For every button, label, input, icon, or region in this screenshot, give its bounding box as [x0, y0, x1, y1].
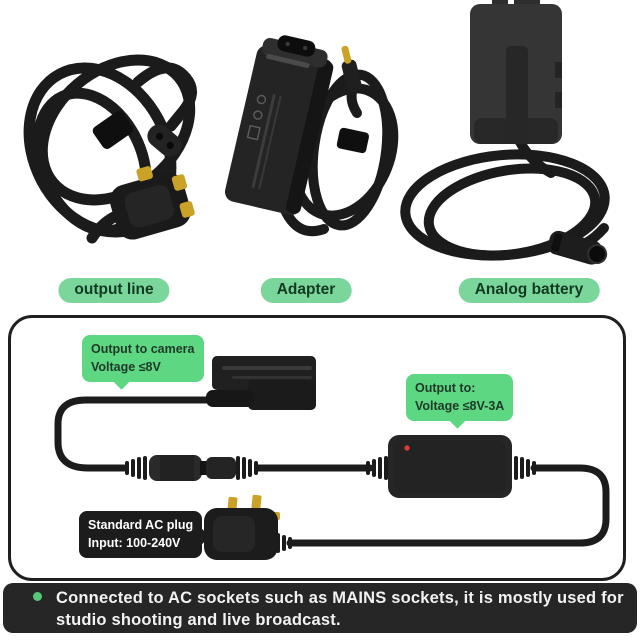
label-adapter: Adapter	[260, 278, 352, 303]
footer-note-bar: Connected to AC sockets such as MAINS so…	[3, 583, 637, 633]
callout-camera-output-line2: Voltage ≤8V	[91, 359, 161, 374]
callout-adapter-output-line2: Voltage ≤8V-3A	[415, 398, 505, 413]
output-line-photo-group	[23, 54, 197, 244]
dc-female-connector	[547, 230, 608, 265]
footer-note-text: Connected to AC sockets such as MAINS so…	[56, 587, 631, 631]
callout-camera-output-line1: Output to camera	[91, 342, 195, 356]
callout-ac-plug-line2: Input: 100-240V	[88, 535, 181, 550]
callout-ac-plug: Standard AC plug Input: 100-240V	[79, 511, 210, 558]
figure8-connector	[147, 124, 182, 157]
label-analog-battery: Analog battery	[458, 278, 600, 303]
certification-mark	[253, 110, 263, 120]
callout-camera-output: Output to camera Voltage ≤8V	[82, 335, 204, 390]
certification-mark	[246, 124, 261, 141]
adapter-brick-photo	[224, 35, 334, 215]
callout-adapter-output: Output to: Voltage ≤8V-3A	[406, 374, 514, 429]
uk-plug-photo	[109, 166, 195, 240]
analog-battery-photo-group	[400, 0, 610, 265]
c8-inlet	[277, 35, 316, 57]
cable-strap	[92, 110, 134, 150]
callout-ac-plug-line1: Standard AC plug	[88, 518, 194, 532]
diagram-frame	[8, 315, 626, 581]
green-dot-bullet-icon	[33, 592, 42, 601]
dc-barrel-plug	[341, 45, 362, 93]
diagram-uk-plug	[204, 494, 292, 560]
callout-adapter-output-line1: Output to:	[415, 381, 476, 395]
diagram-adapter-brick	[366, 435, 536, 498]
adapter-photo-group	[224, 35, 399, 237]
connection-diagram-group	[54, 356, 610, 560]
power-led-icon	[404, 445, 410, 451]
certification-mark	[256, 94, 267, 105]
label-output-line: output line	[58, 278, 170, 303]
dummy-battery-photo	[470, 0, 562, 144]
diagram-dc-joint	[125, 455, 258, 481]
footer-note-line2: studio shooting and live broadcast.	[56, 611, 341, 629]
diagram-dummy-battery	[206, 356, 316, 410]
cable-strap	[336, 127, 370, 154]
footer-note-line1: Connected to AC sockets such as MAINS so…	[56, 589, 624, 607]
